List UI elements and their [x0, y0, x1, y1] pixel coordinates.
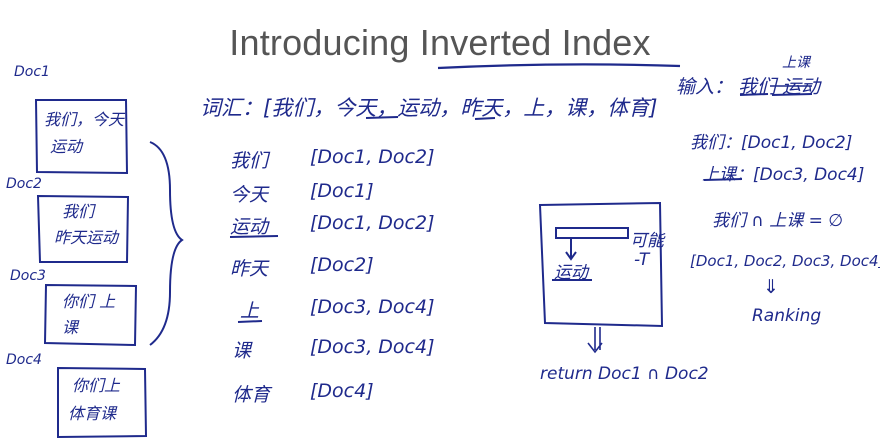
doc4-line2: 体育课	[68, 404, 117, 423]
middle-bar	[555, 227, 629, 239]
posting-docs: [Doc3, Doc4]	[310, 336, 435, 358]
underline-shang	[237, 320, 263, 323]
query-line3: 我们 ∩ 上课 = ∅	[712, 211, 844, 231]
middle-box	[538, 201, 664, 328]
query-line1: 我们：[Doc1, Doc2]	[690, 133, 853, 153]
doc2-line1: 我们	[62, 202, 95, 221]
doc1-label: Doc1	[14, 64, 50, 80]
posting-term: 今天	[230, 184, 269, 206]
middle-down-arrow	[565, 239, 577, 261]
slide-title: Introducing Inverted Index	[229, 22, 651, 63]
posting-docs: [Doc2]	[310, 254, 374, 276]
query-input-label: 输入：	[676, 76, 734, 98]
posting-term: 运动	[230, 216, 269, 238]
query-line4: [Doc1, Doc2, Doc3, Doc4]	[690, 252, 880, 270]
middle-return-arrow	[587, 327, 603, 354]
doc4-label: Doc4	[6, 352, 42, 368]
middle-label-right2: -T	[634, 250, 650, 270]
doc2-box	[36, 194, 130, 263]
return-text: return Doc1 ∩ Doc2	[540, 364, 709, 384]
query-input-underline	[739, 93, 769, 96]
curly-brace	[149, 141, 184, 346]
query-arrow: ⇓	[763, 276, 779, 298]
underline-yundong	[229, 235, 279, 238]
doc1-line2: 运动	[50, 137, 83, 156]
doc1-line1: 我们，今天	[44, 110, 125, 129]
doc4-line1: 你们上	[72, 376, 121, 395]
query-input-terms: 我们 运动	[738, 76, 821, 98]
doc3-box	[43, 283, 138, 347]
query-ranking: Ranking	[752, 306, 822, 326]
title-underline	[437, 63, 681, 70]
posting-docs: [Doc1]	[310, 180, 374, 202]
posting-docs: [Doc3, Doc4]	[310, 296, 435, 318]
doc1-box	[34, 99, 129, 175]
underline-vocab-shang	[474, 117, 496, 120]
underline-vocab-yundong	[365, 116, 399, 119]
posting-term: 上	[240, 300, 260, 322]
query-above: 上课	[782, 55, 810, 71]
posting-term: 昨天	[230, 258, 269, 280]
posting-term: 课	[232, 340, 252, 362]
posting-docs: [Doc4]	[310, 380, 374, 402]
posting-docs: [Doc1, Doc2]	[310, 146, 435, 168]
doc2-line2: 昨天运动	[54, 228, 119, 247]
doc3-line2: 课	[62, 318, 79, 337]
middle-term: 运动	[554, 263, 588, 283]
posting-term: 我们	[230, 150, 269, 172]
vocabulary: 词汇：[我们，今天，运动，昨天，上，课，体育]	[200, 96, 658, 120]
doc3-line1: 你们 上	[62, 292, 116, 311]
doc3-label: Doc3	[10, 268, 46, 284]
posting-docs: [Doc1, Doc2]	[310, 212, 435, 234]
posting-term: 体育	[232, 384, 271, 406]
doc2-label: Doc2	[6, 176, 42, 192]
query-line2: 上课：[Doc3, Doc4]	[702, 165, 865, 185]
query-line2-underline	[703, 178, 743, 181]
doc4-box	[57, 366, 148, 439]
query-input-underline2	[771, 93, 813, 96]
middle-label-right: 可能	[630, 231, 664, 251]
